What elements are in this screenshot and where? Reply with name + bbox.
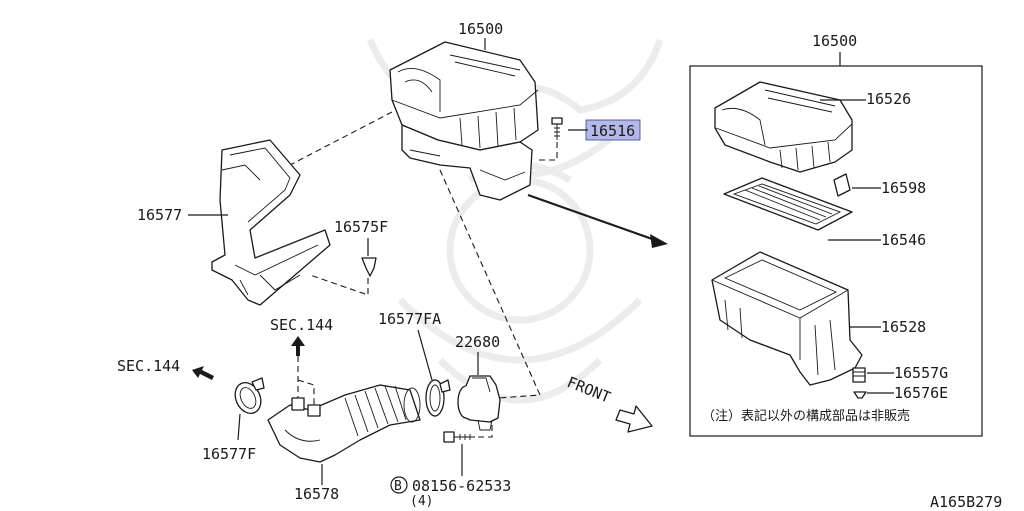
arrow-up-sec144 [291,336,305,356]
air-duct-16577 [211,139,331,306]
label-16500: 16500 [458,20,503,38]
label-16577F: 16577F [202,445,256,463]
label-16578: 16578 [294,485,339,503]
label-16598: 16598 [881,179,926,197]
label-bolt-qty: (4) [410,494,433,509]
label-16546: 16546 [881,231,926,249]
label-16500-detail: 16500 [812,32,857,50]
arrow-to-detail [650,234,668,248]
mount-16576E [853,391,867,399]
clip-16598 [833,173,851,197]
label-bolt-marker: B [394,479,402,494]
air-cleaner-assembly [389,41,539,201]
air-cleaner-case-16528 [711,251,863,386]
bolt-16516 [551,117,563,140]
label-16516[interactable]: 16516 [590,122,635,140]
label-front: FRONT [565,373,614,407]
label-16575F: 16575F [334,218,388,236]
bolt-circle-marker [390,476,408,494]
clamp-16577F [234,377,265,415]
label-16576E: 16576E [894,384,948,402]
front-arrow [615,405,653,433]
clip-16575F [361,257,377,277]
bolt-08156 [443,431,475,443]
airflow-meter-22680 [457,375,501,431]
label-16526: 16526 [866,90,911,108]
mount-16557G [852,367,866,383]
label-sec144-upper: SEC.144 [270,316,333,334]
label-22680: 22680 [455,333,500,351]
detail-box [689,65,983,437]
air-filter-element-16546 [723,177,853,231]
label-16557G: 16557G [894,364,948,382]
arrow-left-sec144 [192,366,214,380]
clamp-16577FA [425,379,451,417]
label-16528: 16528 [881,318,926,336]
label-08156-62533: 08156-62533 [412,477,511,495]
air-cleaner-cover-16526 [714,81,853,173]
label-16577FA: 16577FA [378,310,441,328]
diagram-code: A165B279 [930,493,1002,511]
note-text: （注）表記以外の構成部品は非販売 [702,408,910,424]
intake-hose-16578 [267,384,421,463]
label-sec144-left: SEC.144 [117,357,180,375]
label-16577: 16577 [137,206,182,224]
